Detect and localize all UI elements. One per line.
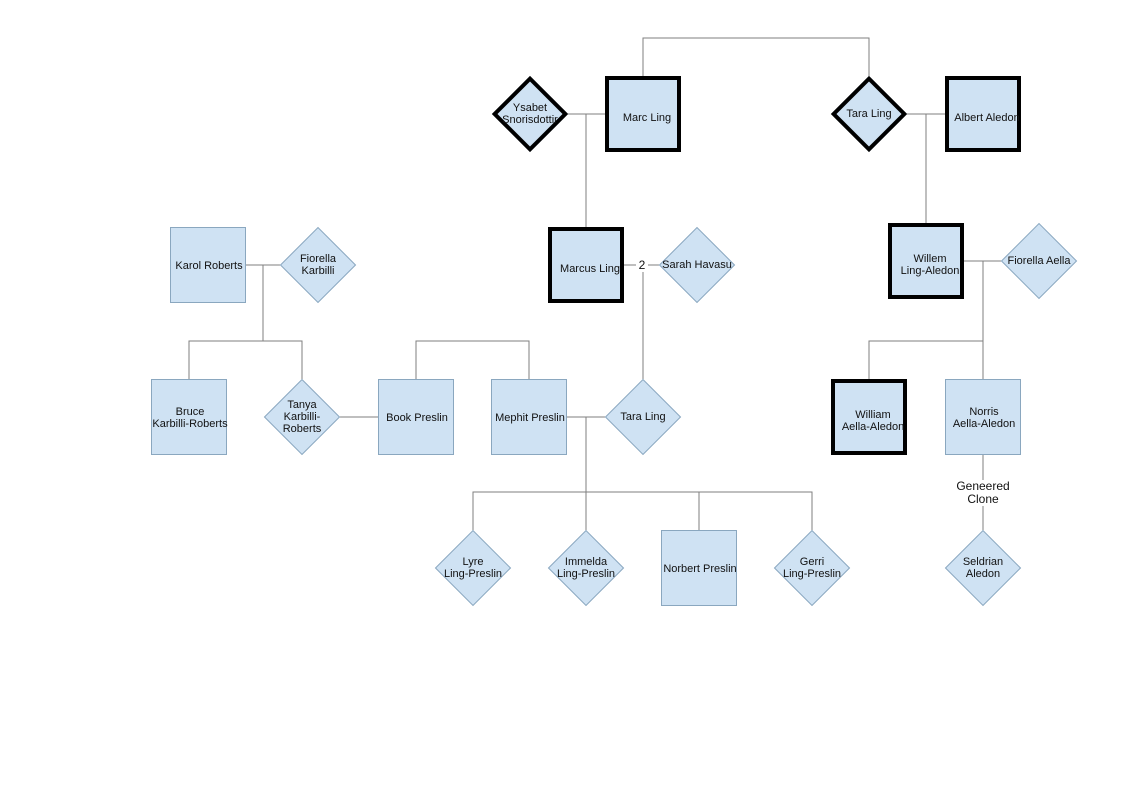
node-fiorella-karbilli: Fiorella Karbilli: [279, 226, 357, 304]
node-sarah-havasu: Sarah Havasu: [658, 226, 736, 304]
node-lyre-ling-preslin: Lyre Ling-Preslin: [434, 529, 512, 607]
node-gerri-ling-preslin: Gerri Ling-Preslin: [773, 529, 851, 607]
connector-line: [415, 340, 530, 379]
node-bruce-karbilli-roberts: Bruce Karbilli-Roberts: [151, 379, 228, 455]
node-label: Tanya Karbilli- Roberts: [282, 399, 322, 435]
node-label: Albert Aledon: [954, 112, 1020, 124]
node-label: Sarah Havasu: [662, 259, 732, 271]
node-label: Mephit Preslin: [495, 412, 565, 424]
node-seldrian-aledon: Seldrian Aledon: [944, 529, 1022, 607]
node-label: Willem Ling-Aledon: [900, 253, 960, 277]
node-ysabet-snorisdottir: Ysabet Snorisdottir: [491, 75, 569, 153]
node-norbert-preslin: Norbert Preslin: [661, 530, 737, 606]
node-label: Ysabet Snorisdottir: [502, 102, 558, 126]
node-marc-ling: Marc Ling: [605, 76, 681, 152]
node-label: Lyre Ling-Preslin: [443, 556, 503, 580]
node-fiorella-aella: Fiorella Aella: [1000, 222, 1078, 300]
node-book-preslin: Book Preslin: [378, 379, 454, 455]
node-norris-aella-aledon: Norris Aella-Aledon: [945, 379, 1021, 455]
node-label: Tara Ling: [620, 411, 666, 423]
node-tara-ling-mid: Tara Ling: [604, 378, 682, 456]
node-mephit-preslin: Mephit Preslin: [491, 379, 567, 455]
node-label: Book Preslin: [386, 412, 448, 424]
node-label: Norbert Preslin: [663, 563, 737, 575]
node-label: Seldrian Aledon: [962, 556, 1004, 580]
node-albert-aledon: Albert Aledon: [945, 76, 1021, 152]
connector-line: [642, 37, 870, 76]
node-label: Immelda Ling-Preslin: [556, 556, 616, 580]
node-marcus-ling: Marcus Ling: [548, 227, 624, 303]
node-william-aella-aledon: William Aella-Aledon: [831, 379, 907, 455]
node-tara-ling-top: Tara Ling: [830, 75, 908, 153]
node-label: Norris Aella-Aledon: [952, 406, 1016, 430]
node-label: Marc Ling: [622, 112, 672, 124]
clone-relation-label: Geneered Clone: [948, 480, 1018, 506]
connector-line: [188, 340, 303, 379]
node-label: Marcus Ling: [560, 263, 620, 275]
node-karol-roberts: Karol Roberts: [170, 227, 246, 303]
connector-line: [472, 491, 813, 530]
node-label: Gerri Ling-Preslin: [782, 556, 842, 580]
node-label: Tara Ling: [846, 108, 892, 120]
node-label: Bruce Karbilli-Roberts: [152, 406, 228, 430]
node-label: Fiorella Karbilli: [299, 253, 337, 277]
node-label: William Aella-Aledon: [841, 409, 905, 433]
node-label: Fiorella Aella: [1007, 255, 1071, 267]
node-label: Karol Roberts: [175, 260, 243, 272]
node-willem-ling-aledon: Willem Ling-Aledon: [888, 223, 964, 299]
connector-line: [868, 340, 984, 379]
marriage-number-label: 2: [636, 259, 648, 272]
node-tanya-karbilli-roberts: Tanya Karbilli- Roberts: [263, 378, 341, 456]
node-immelda-ling-preslin: Immelda Ling-Preslin: [547, 529, 625, 607]
